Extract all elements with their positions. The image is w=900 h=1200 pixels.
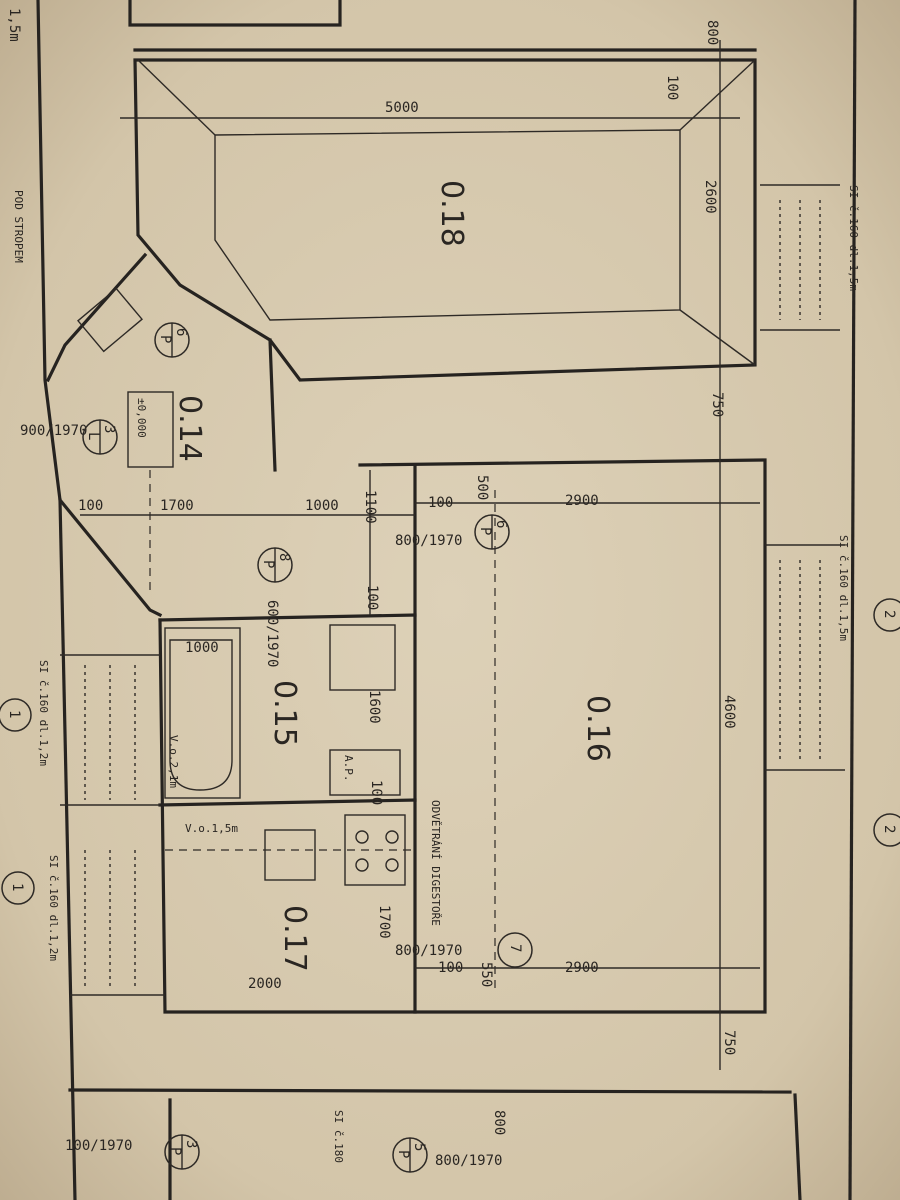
svg-text:P: P (167, 1147, 183, 1155)
annotation: V.o.1,5m (185, 822, 238, 835)
door-tag: 3L (82, 419, 118, 455)
svg-text:2: 2 (881, 825, 897, 833)
section-mark: 1 (0, 698, 32, 732)
dim-label: 900/1970 (20, 423, 87, 439)
dim-label: 800/1970 (395, 533, 462, 549)
svg-text:3: 3 (183, 1140, 199, 1148)
room-label: 0.14 (172, 395, 207, 462)
dim-label: 2900 (565, 493, 599, 509)
annotation: POD STROPEM (12, 190, 25, 263)
door-tags: 6P 3L 8P 6P 7 3P 5P (82, 322, 533, 1173)
dim-label: 2000 (248, 976, 282, 992)
dim-label: 550 (478, 962, 494, 987)
annotation: V.o.2,1m (167, 735, 180, 788)
section-mark: 1 (1, 871, 35, 905)
dim-label: 800/1970 (395, 943, 462, 959)
annotation: SI č.160 dl.1,2m (47, 855, 60, 961)
svg-text:L: L (85, 432, 101, 440)
dimension-labels: 5000 100 800 2600 750 750 4600 2900 2900… (6, 8, 737, 1169)
room-labels: 0.18 0.14 0.15 0.16 0.17 (172, 180, 615, 972)
annotation: SI č.160 dl.1,5m (847, 185, 860, 291)
dim-label: 1700 (160, 498, 194, 514)
svg-text:1: 1 (6, 710, 22, 718)
level-mark: ±0,000 (135, 398, 148, 438)
dim-label: 750 (709, 392, 725, 417)
svg-text:1: 1 (9, 883, 25, 891)
svg-text:P: P (477, 527, 493, 535)
svg-text:7: 7 (507, 944, 523, 952)
dim-label: 2900 (565, 960, 599, 976)
walls (36, 0, 857, 1200)
dim-label: 100 (78, 498, 103, 514)
room-label: 0.18 (434, 180, 469, 247)
annotation: SI č.160 dl.1,5m (837, 535, 850, 641)
door-tag: 7 (497, 932, 533, 968)
dim-label: 1,5m (6, 8, 22, 42)
dim-label: 600/1970 (264, 600, 280, 667)
dim-label: 750 (721, 1030, 737, 1055)
svg-text:2: 2 (881, 610, 897, 618)
svg-text:6: 6 (173, 328, 189, 336)
annotations: ±0,000 POD STROPEM A.P. V.o.1,5m V.o.2,1… (12, 185, 860, 1163)
dim-label: 800/1970 (435, 1153, 502, 1169)
dim-label: 500 (474, 475, 490, 500)
svg-text:P: P (260, 560, 276, 568)
dim-label: 2600 (702, 180, 718, 214)
section-mark: 2 (873, 598, 900, 632)
dim-label: 100 (368, 780, 384, 805)
door-tag: 5P (392, 1137, 428, 1173)
annotation: ODVĚTRÁNÍ DIGESTOŘE (429, 800, 442, 926)
dim-label: 1700 (376, 905, 392, 939)
annotation: SI č.180 (332, 1110, 345, 1163)
dim-label: 800 (704, 20, 720, 45)
door-tag: 8P (257, 547, 293, 583)
dim-label: 1600 (366, 690, 382, 724)
room-label: 0.16 (580, 695, 615, 762)
svg-text:P: P (395, 1150, 411, 1158)
dim-label: 1100 (362, 490, 378, 524)
door-tag: 6P (474, 514, 510, 550)
dim-label: 100 (664, 75, 680, 100)
svg-text:5: 5 (411, 1143, 427, 1151)
dim-label: 5000 (385, 100, 419, 116)
svg-text:3: 3 (101, 425, 117, 433)
dim-label: 1000 (305, 498, 339, 514)
dim-label: 100/1970 (65, 1138, 132, 1154)
dim-label: 1000 (185, 640, 219, 656)
dim-label: 100 (364, 585, 380, 610)
door-tag: 3P (164, 1134, 200, 1170)
room-label: 0.15 (267, 680, 302, 747)
dim-label: 4600 (721, 695, 737, 729)
svg-text:P: P (157, 335, 173, 343)
room-label: 0.17 (277, 905, 312, 972)
section-mark: 2 (873, 813, 900, 847)
svg-text:6: 6 (493, 520, 509, 528)
svg-text:8: 8 (276, 553, 292, 561)
annotation: SI č.160 dl.1,2m (37, 660, 50, 766)
dim-label: 800 (491, 1110, 507, 1135)
dim-label: 100 (428, 495, 453, 511)
annotation: A.P. (342, 755, 355, 782)
section-marks: 1 1 2 2 (0, 598, 900, 905)
dim-label: 100 (438, 960, 463, 976)
door-tag: 6P (154, 322, 190, 358)
